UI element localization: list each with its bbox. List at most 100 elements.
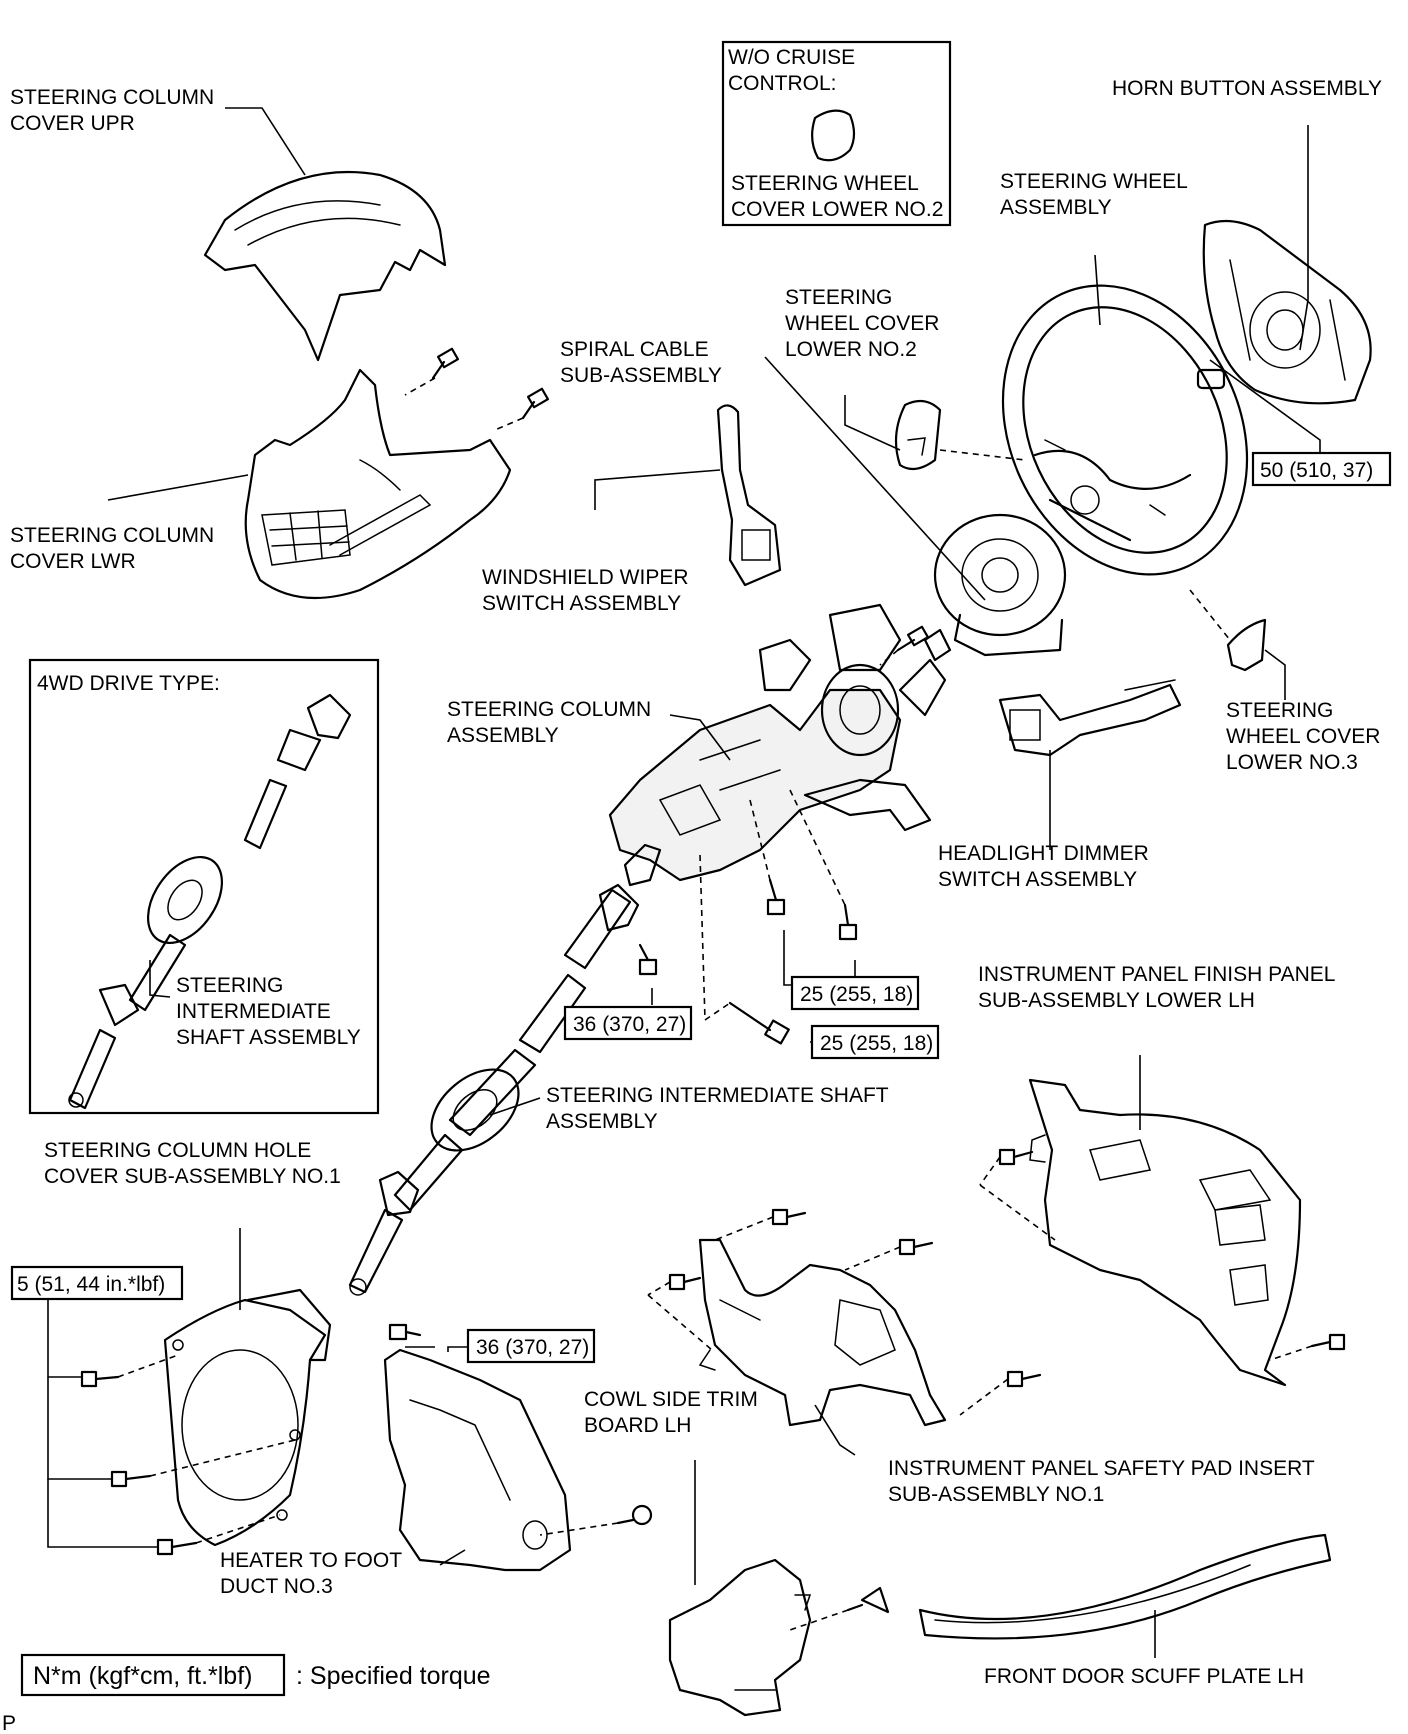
label-fwd-title: 4WD DRIVE TYPE: — [37, 672, 220, 695]
clip-icon — [616, 1504, 653, 1526]
label-scuff-plate: FRONT DOOR SCUFF PLATE LH — [984, 1665, 1304, 1688]
label-line: STEERING — [176, 974, 283, 997]
label-line: SUB-ASSEMBLY LOWER LH — [978, 989, 1255, 1012]
label-line: STEERING WHEEL — [731, 172, 918, 195]
label-line: ASSEMBLY — [546, 1110, 658, 1133]
scuff-plate-part — [918, 1533, 1332, 1640]
label-line: STEERING COLUMN — [447, 698, 651, 721]
torque-box-hole-cover — [10, 1265, 184, 1301]
bolt-icon — [766, 878, 786, 916]
bolt-icon — [1006, 1370, 1042, 1388]
bolt-icon — [156, 1538, 198, 1556]
leader-lines — [47, 107, 1321, 1658]
label-line: STEERING COLUMN HOLE — [44, 1139, 311, 1162]
label-line: ASSEMBLY — [1000, 196, 1112, 219]
bolt-icon — [898, 1238, 934, 1256]
label-line: STEERING WHEEL — [1000, 170, 1187, 193]
wiper-switch-part — [716, 404, 782, 587]
bolt-icon — [998, 1148, 1034, 1166]
torque-box-horn — [1251, 451, 1392, 487]
wo-cruise-inset-box — [721, 40, 952, 227]
torque-box-shaft-lower — [466, 1328, 596, 1364]
hole-cover-part — [163, 1288, 332, 1547]
legend-unit: N*m (kgf*cm, ft.*lbf) — [33, 1662, 252, 1690]
label-line: W/O CRUISE — [728, 46, 855, 69]
label-line: HEADLIGHT DIMMER — [938, 842, 1149, 865]
label-line: WHEEL COVER — [1226, 725, 1380, 748]
label-line: COVER LWR — [10, 550, 136, 573]
label-line: STEERING COLUMN — [10, 524, 214, 547]
label-wheel-cover-no2: STEERING WHEEL COVER LOWER NO.2 — [785, 286, 945, 361]
torque-column-a: 25 (255, 18) — [800, 983, 913, 1006]
column-cover-lwr-part — [244, 368, 512, 600]
label-intermediate-shaft: STEERING INTERMEDIATE SHAFT ASSEMBLY — [546, 1084, 894, 1133]
label-line: SHAFT ASSEMBLY — [176, 1026, 361, 1049]
label-line: SWITCH ASSEMBLY — [938, 868, 1137, 891]
column-cover-upr-part — [203, 170, 447, 362]
bolt-icon — [110, 1470, 152, 1488]
label-line: LOWER NO.3 — [1226, 751, 1358, 774]
label-line: FRONT DOOR SCUFF PLATE LH — [984, 1665, 1304, 1688]
label-wheel-cover-no3: STEERING WHEEL COVER LOWER NO.3 — [1226, 699, 1386, 774]
label-column-cover-lwr: STEERING COLUMN COVER LWR — [10, 524, 220, 573]
label-line: WHEEL COVER — [785, 312, 939, 335]
intermediate-shaft-part — [348, 883, 640, 1296]
label-line: DUCT NO.3 — [220, 1575, 333, 1598]
torque-box-column-b — [810, 1024, 940, 1060]
label-line: COVER UPR — [10, 112, 135, 135]
label-line: COWL SIDE TRIM — [584, 1388, 758, 1411]
label-line: HEATER TO FOOT — [220, 1549, 402, 1572]
wheel-cover-no2-part — [894, 399, 942, 471]
torque-column-b: 25 (255, 18) — [820, 1032, 933, 1055]
steering-wheel-part — [1001, 284, 1249, 576]
steering-column-part — [608, 603, 952, 887]
label-spiral-cable: SPIRAL CABLE SUB-ASSEMBLY — [560, 338, 722, 387]
label-line: COVER SUB-ASSEMBLY NO.1 — [44, 1165, 341, 1188]
label-line: STEERING COLUMN — [10, 86, 214, 109]
bolt-icon — [80, 1370, 120, 1388]
bolt-icon — [521, 387, 550, 420]
label-headlight-switch: HEADLIGHT DIMMER SWITCH ASSEMBLY — [938, 842, 1155, 891]
label-line: SPIRAL CABLE — [560, 338, 709, 361]
label-wiper-switch: WINDSHIELD WIPER SWITCH ASSEMBLY — [482, 566, 694, 615]
torque-box-shaft-upper — [563, 1005, 693, 1041]
label-hole-cover: STEERING COLUMN HOLE COVER SUB-ASSEMBLY … — [44, 1139, 341, 1188]
finish-panel-part — [1028, 1078, 1302, 1387]
bolt-icon — [728, 1001, 790, 1045]
bolt-icon — [1310, 1333, 1346, 1351]
label-line: INSTRUMENT PANEL FINISH PANEL — [978, 963, 1335, 986]
bolt-icon — [431, 347, 460, 380]
label-line: SUB-ASSEMBLY NO.1 — [888, 1483, 1104, 1506]
torque-horn: 50 (510, 37) — [1260, 459, 1373, 482]
spiral-cable-part — [933, 513, 1067, 657]
label-line: 4WD DRIVE TYPE: — [37, 672, 220, 695]
label-safety-pad: INSTRUMENT PANEL SAFETY PAD INSERT SUB-A… — [888, 1457, 1320, 1506]
label-fwd-shaft: STEERING INTERMEDIATE SHAFT ASSEMBLY — [176, 974, 361, 1049]
corner-mark: P — [2, 1712, 16, 1734]
label-line: HORN BUTTON ASSEMBLY — [1112, 77, 1382, 100]
torque-hole-cover: 5 (51, 44 in.*lbf) — [17, 1273, 165, 1296]
label-column-assembly: STEERING COLUMN ASSEMBLY — [447, 698, 657, 747]
torque-shaft-lower: 36 (370, 27) — [476, 1336, 589, 1359]
dashed-guides — [117, 377, 1313, 1631]
label-line: SWITCH ASSEMBLY — [482, 592, 681, 615]
wheel-cover-no3-part — [1226, 618, 1267, 672]
label-line: LOWER NO.2 — [785, 338, 917, 361]
fasteners — [80, 347, 1346, 1614]
cowl-trim-part — [668, 1558, 812, 1717]
label-line: BOARD LH — [584, 1414, 691, 1437]
label-horn-button: HORN BUTTON ASSEMBLY — [1112, 77, 1382, 100]
label-steering-wheel: STEERING WHEEL ASSEMBLY — [1000, 170, 1193, 219]
label-wo-cruise-title: W/O CRUISE CONTROL: — [728, 46, 861, 95]
clip-icon — [846, 1586, 890, 1614]
label-line: WINDSHIELD WIPER — [482, 566, 689, 589]
label-wo-cruise-part: STEERING WHEEL COVER LOWER NO.2 — [731, 172, 943, 221]
safety-pad-part — [698, 1238, 947, 1427]
label-line: ASSEMBLY — [447, 724, 559, 747]
label-line: CONTROL: — [728, 72, 837, 95]
torque-box-column-a — [790, 975, 920, 1011]
torque-shaft-upper: 36 (370, 27) — [573, 1013, 686, 1036]
fwd-shaft-inset-drawing — [68, 693, 352, 1110]
horn-button-part — [1196, 219, 1372, 405]
